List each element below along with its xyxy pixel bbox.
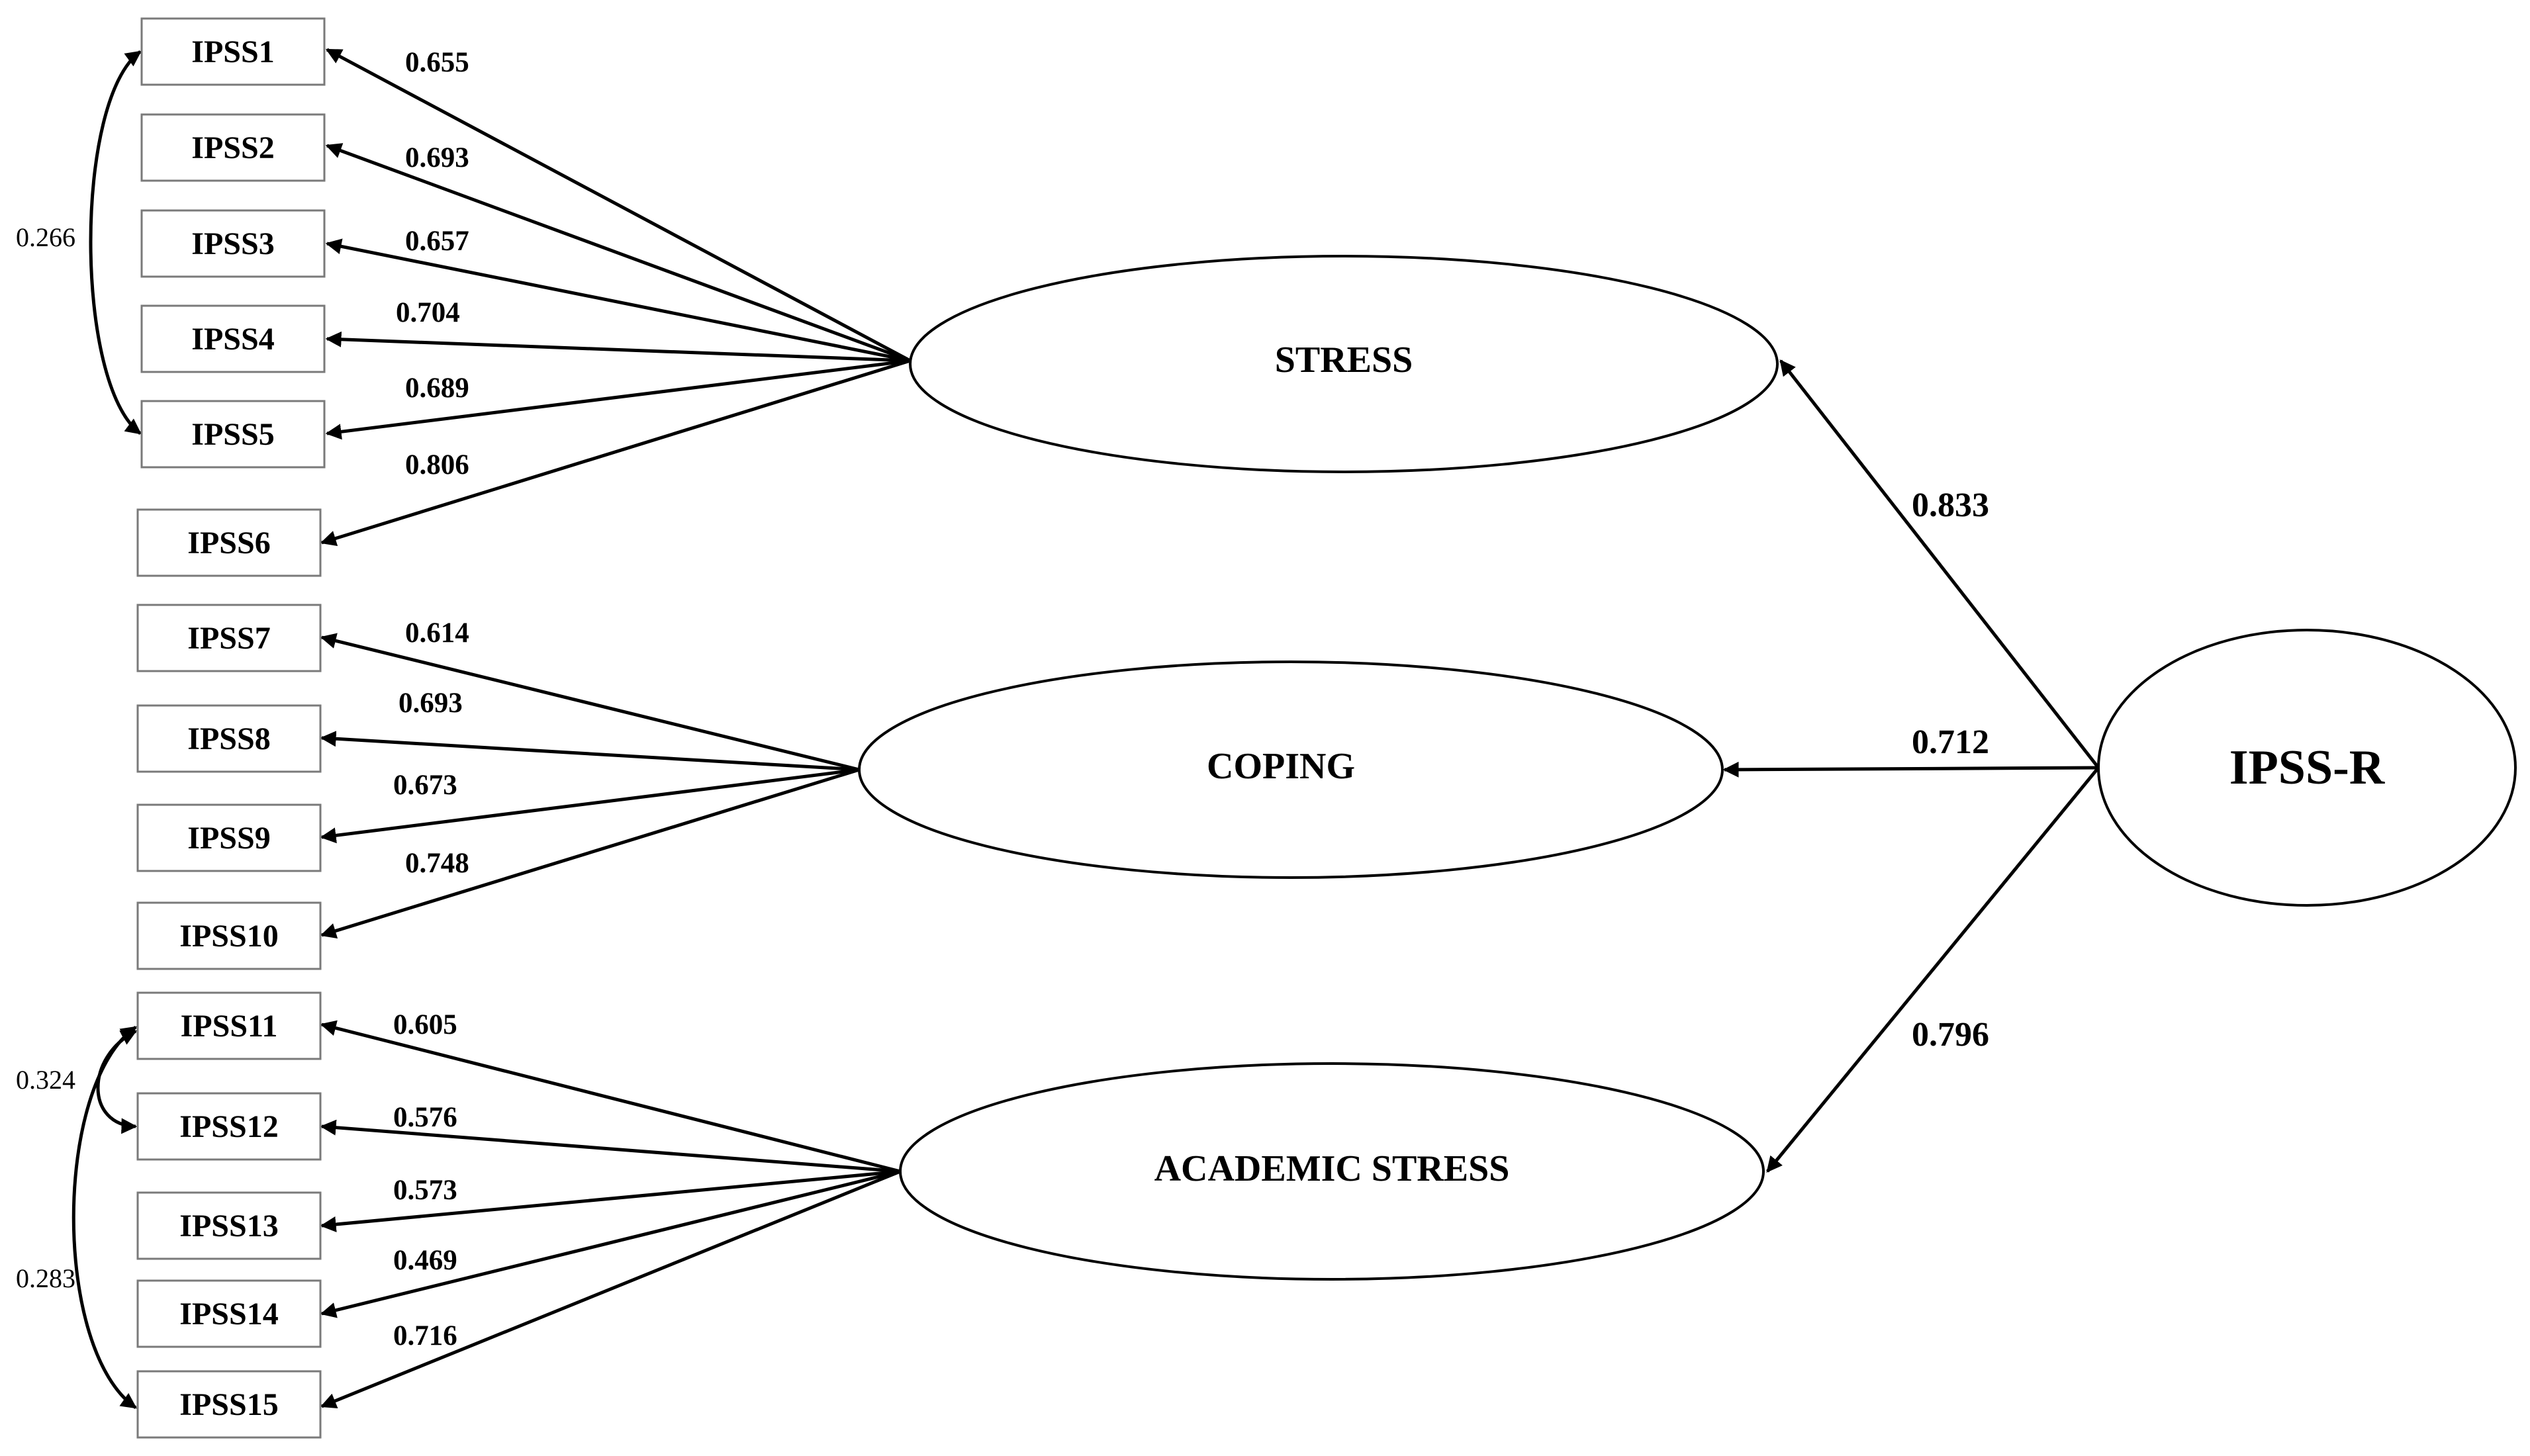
loading-labels: 0.655 0.693 0.657 0.704 0.689 0.806 0.61…	[393, 47, 469, 1351]
indicator-box-ipss13	[136, 1191, 322, 1260]
path-academic-ipss12	[320, 1119, 901, 1173]
latent-ellipse-coping	[858, 660, 1724, 879]
loading-label-ipss5: 0.689	[405, 373, 469, 404]
loading-label-ipss14: 0.469	[393, 1245, 457, 1276]
indicator-box-ipss15	[136, 1370, 322, 1439]
path-stress-ipss6	[320, 359, 911, 547]
loading-label-ipss8: 0.693	[398, 688, 463, 719]
factor-label-ipss-r: IPSS-R	[2229, 741, 2386, 795]
factor-loading-label-stress: 0.833	[1912, 486, 1989, 524]
path-academic-ipss14	[320, 1169, 901, 1318]
indicator-label-ipss11: IPSS11	[181, 1009, 278, 1044]
loading-label-ipss12: 0.576	[393, 1102, 457, 1133]
indicator-box-ipss1	[140, 17, 326, 86]
loading-label-ipss3: 0.657	[405, 226, 469, 257]
indicator-label-ipss3: IPSS3	[191, 226, 274, 261]
indicator-box-ipss14	[136, 1279, 322, 1348]
indicator-label-ipss13: IPSS13	[179, 1208, 278, 1244]
indicator-label-ipss14: IPSS14	[179, 1297, 278, 1332]
loading-label-ipss6: 0.806	[405, 449, 469, 480]
indicator-box-ipss8	[136, 704, 322, 773]
indicator-label-ipss9: IPSS9	[187, 821, 270, 856]
factor-loading-label-coping: 0.712	[1912, 723, 1989, 761]
path-stress-ipss2	[325, 143, 911, 363]
indicator-box-ipss3	[140, 209, 326, 278]
factor-loading-labels: 0.833 0.712 0.796	[1912, 486, 1989, 1054]
latent-label-stress: STRESS	[1275, 340, 1413, 381]
indicator-boxes: IPSS1 IPSS2 IPSS3 IPSS4 IPSS5 IPSS6 IPSS…	[136, 17, 326, 1439]
loading-label-ipss4: 0.704	[396, 297, 460, 328]
indicator-label-ipss6: IPSS6	[187, 525, 270, 561]
indicator-label-ipss7: IPSS7	[187, 621, 270, 656]
latent-variables: STRESS COPING ACADEMIC STRESS	[858, 255, 1779, 1281]
indicator-box-ipss6	[136, 508, 322, 577]
indicator-box-ipss10	[136, 901, 322, 970]
indicator-box-ipss4	[140, 304, 326, 373]
indicator-box-ipss11	[136, 991, 322, 1060]
covariance-group: 0.266 0.324 0.283	[16, 50, 142, 1410]
loading-label-ipss15: 0.716	[393, 1320, 457, 1351]
higher-order-factor: IPSS-R	[2097, 629, 2517, 907]
path-coping-ipss8	[320, 731, 860, 772]
path-coping-ipss9	[320, 768, 860, 844]
path-stress-ipss5	[325, 359, 911, 440]
covariance-label-ipss11-ipss15: 0.283	[16, 1263, 75, 1293]
path-academic-ipss11	[320, 1020, 901, 1173]
path-coping-ipss7	[320, 633, 860, 772]
path-ipssr-stress	[1779, 359, 2100, 769]
indicator-box-ipss12	[136, 1092, 322, 1161]
latent-ellipse-stress	[909, 255, 1779, 473]
loading-label-ipss11: 0.605	[393, 1009, 457, 1040]
factor-paths	[1722, 359, 2100, 1173]
path-academic-ipss13	[320, 1169, 901, 1232]
latent-label-academic-stress: ACADEMIC STRESS	[1154, 1148, 1510, 1189]
path-stress-ipss4	[325, 331, 911, 363]
indicator-box-ipss7	[136, 604, 322, 672]
covariance-label-ipss1-ipss5: 0.266	[16, 222, 75, 252]
indicator-box-ipss2	[140, 113, 326, 182]
latent-label-coping: COPING	[1207, 746, 1355, 787]
factor-loading-label-academic-stress: 0.796	[1912, 1016, 1989, 1054]
loading-label-ipss10: 0.748	[405, 848, 469, 879]
path-coping-ipss10	[320, 768, 860, 939]
path-academic-ipss15	[320, 1169, 901, 1408]
indicator-label-ipss5: IPSS5	[191, 417, 274, 452]
indicator-label-ipss8: IPSS8	[187, 721, 270, 756]
loading-label-ipss1: 0.655	[405, 47, 469, 78]
indicator-box-ipss9	[136, 803, 322, 872]
indicator-label-ipss4: IPSS4	[191, 322, 274, 357]
latent-ellipse-academic-stress	[899, 1062, 1765, 1281]
path-ipssr-academic	[1766, 766, 2100, 1173]
indicator-label-ipss1: IPSS1	[191, 34, 274, 69]
loading-label-ipss13: 0.573	[393, 1175, 457, 1206]
factor-ellipse-ipss-r	[2097, 629, 2517, 907]
indicator-label-ipss2: IPSS2	[191, 130, 274, 165]
path-stress-ipss3	[325, 238, 911, 363]
loading-label-ipss2: 0.693	[405, 142, 469, 173]
path-ipssr-coping	[1722, 761, 2099, 778]
path-stress-ipss1	[325, 48, 912, 363]
loading-label-ipss7: 0.614	[405, 617, 469, 649]
covariance-label-ipss11-ipss12: 0.324	[16, 1065, 75, 1095]
indicator-label-ipss10: IPSS10	[179, 919, 278, 954]
covariance-curve-ipss1-ipss5	[89, 50, 142, 435]
indicator-paths	[320, 48, 912, 1408]
covariance-curve-ipss11-ipss15	[71, 1025, 137, 1410]
indicator-box-ipss5	[140, 400, 326, 469]
loading-label-ipss9: 0.673	[393, 770, 457, 801]
indicator-label-ipss12: IPSS12	[179, 1109, 278, 1144]
indicator-label-ipss15: IPSS15	[179, 1387, 278, 1422]
